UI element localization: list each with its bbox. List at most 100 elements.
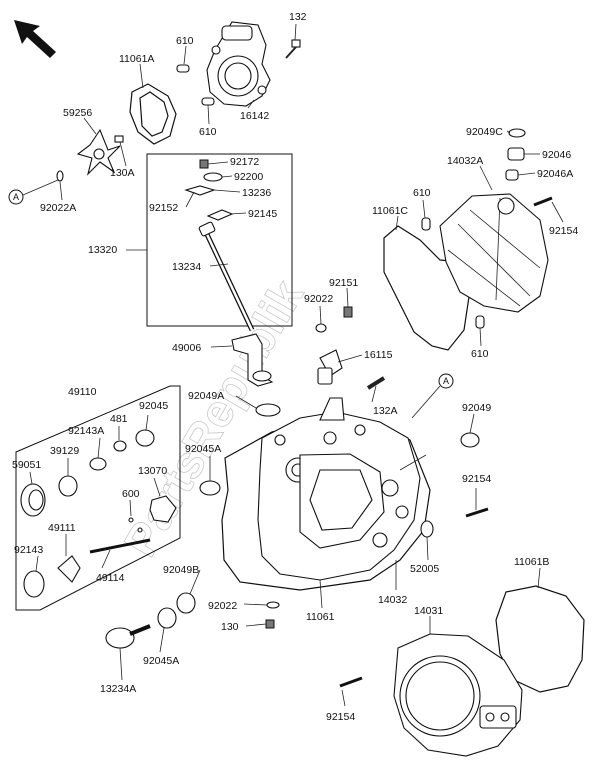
leader-lines bbox=[29, 23, 564, 707]
pin-600 bbox=[128, 517, 134, 523]
label-49111: 49111 bbox=[48, 522, 76, 534]
label-92151: 92151 bbox=[329, 277, 358, 289]
label-59256: 59256 bbox=[63, 107, 92, 119]
label-16115: 16115 bbox=[364, 349, 393, 361]
label-92154: 92154 bbox=[549, 225, 578, 237]
part-92172 bbox=[199, 159, 209, 169]
oil-pump-assembly-box bbox=[15, 385, 181, 611]
cover-14032a bbox=[383, 128, 553, 351]
part-92145 bbox=[206, 209, 234, 221]
label-92143a: 92143A bbox=[68, 425, 104, 437]
part-92046a bbox=[505, 169, 519, 181]
label-130: 130 bbox=[221, 621, 239, 633]
part-13236 bbox=[184, 185, 216, 196]
part-39129 bbox=[58, 475, 78, 497]
label-49114: 49114 bbox=[96, 572, 125, 584]
bearing-92045 bbox=[135, 429, 155, 447]
impeller-59256 bbox=[56, 128, 124, 182]
rotor-13070 bbox=[149, 495, 177, 523]
pin-600 bbox=[137, 527, 143, 533]
washer-92022 bbox=[266, 601, 280, 609]
label-92045: 92045 bbox=[139, 400, 168, 412]
svg-text:A: A bbox=[443, 376, 449, 386]
label-92045a: 92045A bbox=[143, 655, 179, 667]
label-11061: 11061 bbox=[306, 611, 335, 623]
label-132a: 132A bbox=[373, 405, 398, 417]
shaft-13234 bbox=[198, 221, 255, 332]
oil-seal-92049a bbox=[255, 403, 281, 417]
label-13234a: 13234A bbox=[100, 683, 136, 695]
cover-14031 bbox=[339, 585, 585, 757]
bearing-92045a bbox=[157, 607, 177, 629]
part-number-labels: 132 610 11061A 16142 610 59256 130A 9202… bbox=[12, 11, 578, 723]
label-92154: 92154 bbox=[326, 711, 355, 723]
label-600: 600 bbox=[122, 488, 140, 500]
label-14032: 14032 bbox=[378, 594, 407, 606]
label-92049: 92049 bbox=[462, 402, 491, 414]
label-92022: 92022 bbox=[208, 600, 237, 612]
label-92143: 92143 bbox=[14, 544, 43, 556]
label-92049c: 92049C bbox=[466, 126, 503, 138]
label-92022: 92022 bbox=[304, 293, 333, 305]
bolt-92154 bbox=[533, 196, 553, 207]
label-16142: 16142 bbox=[240, 110, 269, 122]
dowel-pin-610 bbox=[201, 97, 215, 106]
bearing-92045a bbox=[199, 480, 221, 496]
label-481: 481 bbox=[110, 413, 128, 425]
shaft-49114 bbox=[89, 538, 151, 554]
washer-92022 bbox=[315, 323, 327, 333]
front-direction-arrow-icon bbox=[14, 20, 56, 58]
part-49006 bbox=[231, 333, 274, 387]
washer-92022a bbox=[56, 170, 64, 182]
label-132: 132 bbox=[289, 11, 307, 23]
label-610: 610 bbox=[176, 35, 194, 47]
label-59051: 59051 bbox=[12, 459, 41, 471]
shaft-assembly-box bbox=[146, 153, 293, 327]
label-92049a: 92049A bbox=[188, 390, 224, 402]
oil-seal-52005 bbox=[420, 520, 434, 538]
label-92046a: 92046A bbox=[537, 168, 573, 180]
ref-marker-right: A bbox=[411, 373, 454, 419]
bolt-92151 bbox=[343, 306, 353, 318]
clutch-cover-11061 bbox=[221, 397, 431, 591]
dowel-pin-610 bbox=[475, 315, 485, 329]
part-92200 bbox=[203, 172, 223, 182]
bolt-130 bbox=[265, 619, 275, 629]
label-39129: 39129 bbox=[50, 445, 79, 457]
label-11061c: 11061C bbox=[372, 205, 408, 217]
label-92172: 92172 bbox=[230, 156, 259, 168]
seal-92049b bbox=[176, 592, 196, 614]
label-13234: 13234 bbox=[172, 261, 201, 273]
ring-92049c bbox=[508, 128, 526, 138]
label-92049b: 92049B bbox=[163, 564, 199, 576]
svg-text:A: A bbox=[13, 192, 19, 202]
bolt-132 bbox=[285, 39, 301, 59]
label-14031: 14031 bbox=[414, 605, 443, 617]
label-130a: 130A bbox=[110, 167, 135, 179]
label-49006: 49006 bbox=[172, 342, 201, 354]
label-92145: 92145 bbox=[248, 208, 277, 220]
label-13236: 13236 bbox=[242, 187, 271, 199]
label-610: 610 bbox=[471, 348, 489, 360]
label-92200: 92200 bbox=[234, 171, 263, 183]
label-92046: 92046 bbox=[542, 149, 571, 161]
label-11061b: 11061B bbox=[514, 556, 549, 568]
label-92154: 92154 bbox=[462, 473, 491, 485]
clip-481 bbox=[113, 440, 127, 452]
plug-16115 bbox=[317, 349, 343, 385]
part-49111 bbox=[57, 555, 81, 583]
label-13070: 13070 bbox=[138, 465, 167, 477]
label-92045a: 92045A bbox=[185, 443, 221, 455]
label-11061a: 11061A bbox=[119, 53, 154, 65]
label-14032a: 14032A bbox=[447, 155, 483, 167]
ref-marker-left: A bbox=[8, 179, 59, 205]
water-pump-cover-group bbox=[129, 21, 301, 145]
label-92022a: 92022A bbox=[40, 202, 76, 214]
label-13320: 13320 bbox=[88, 244, 117, 256]
seal-92143a bbox=[89, 457, 107, 471]
bolt-92154 bbox=[339, 676, 363, 688]
label-610: 610 bbox=[199, 126, 217, 138]
gear-59051 bbox=[20, 483, 46, 517]
dowel-pin-610 bbox=[176, 64, 190, 73]
